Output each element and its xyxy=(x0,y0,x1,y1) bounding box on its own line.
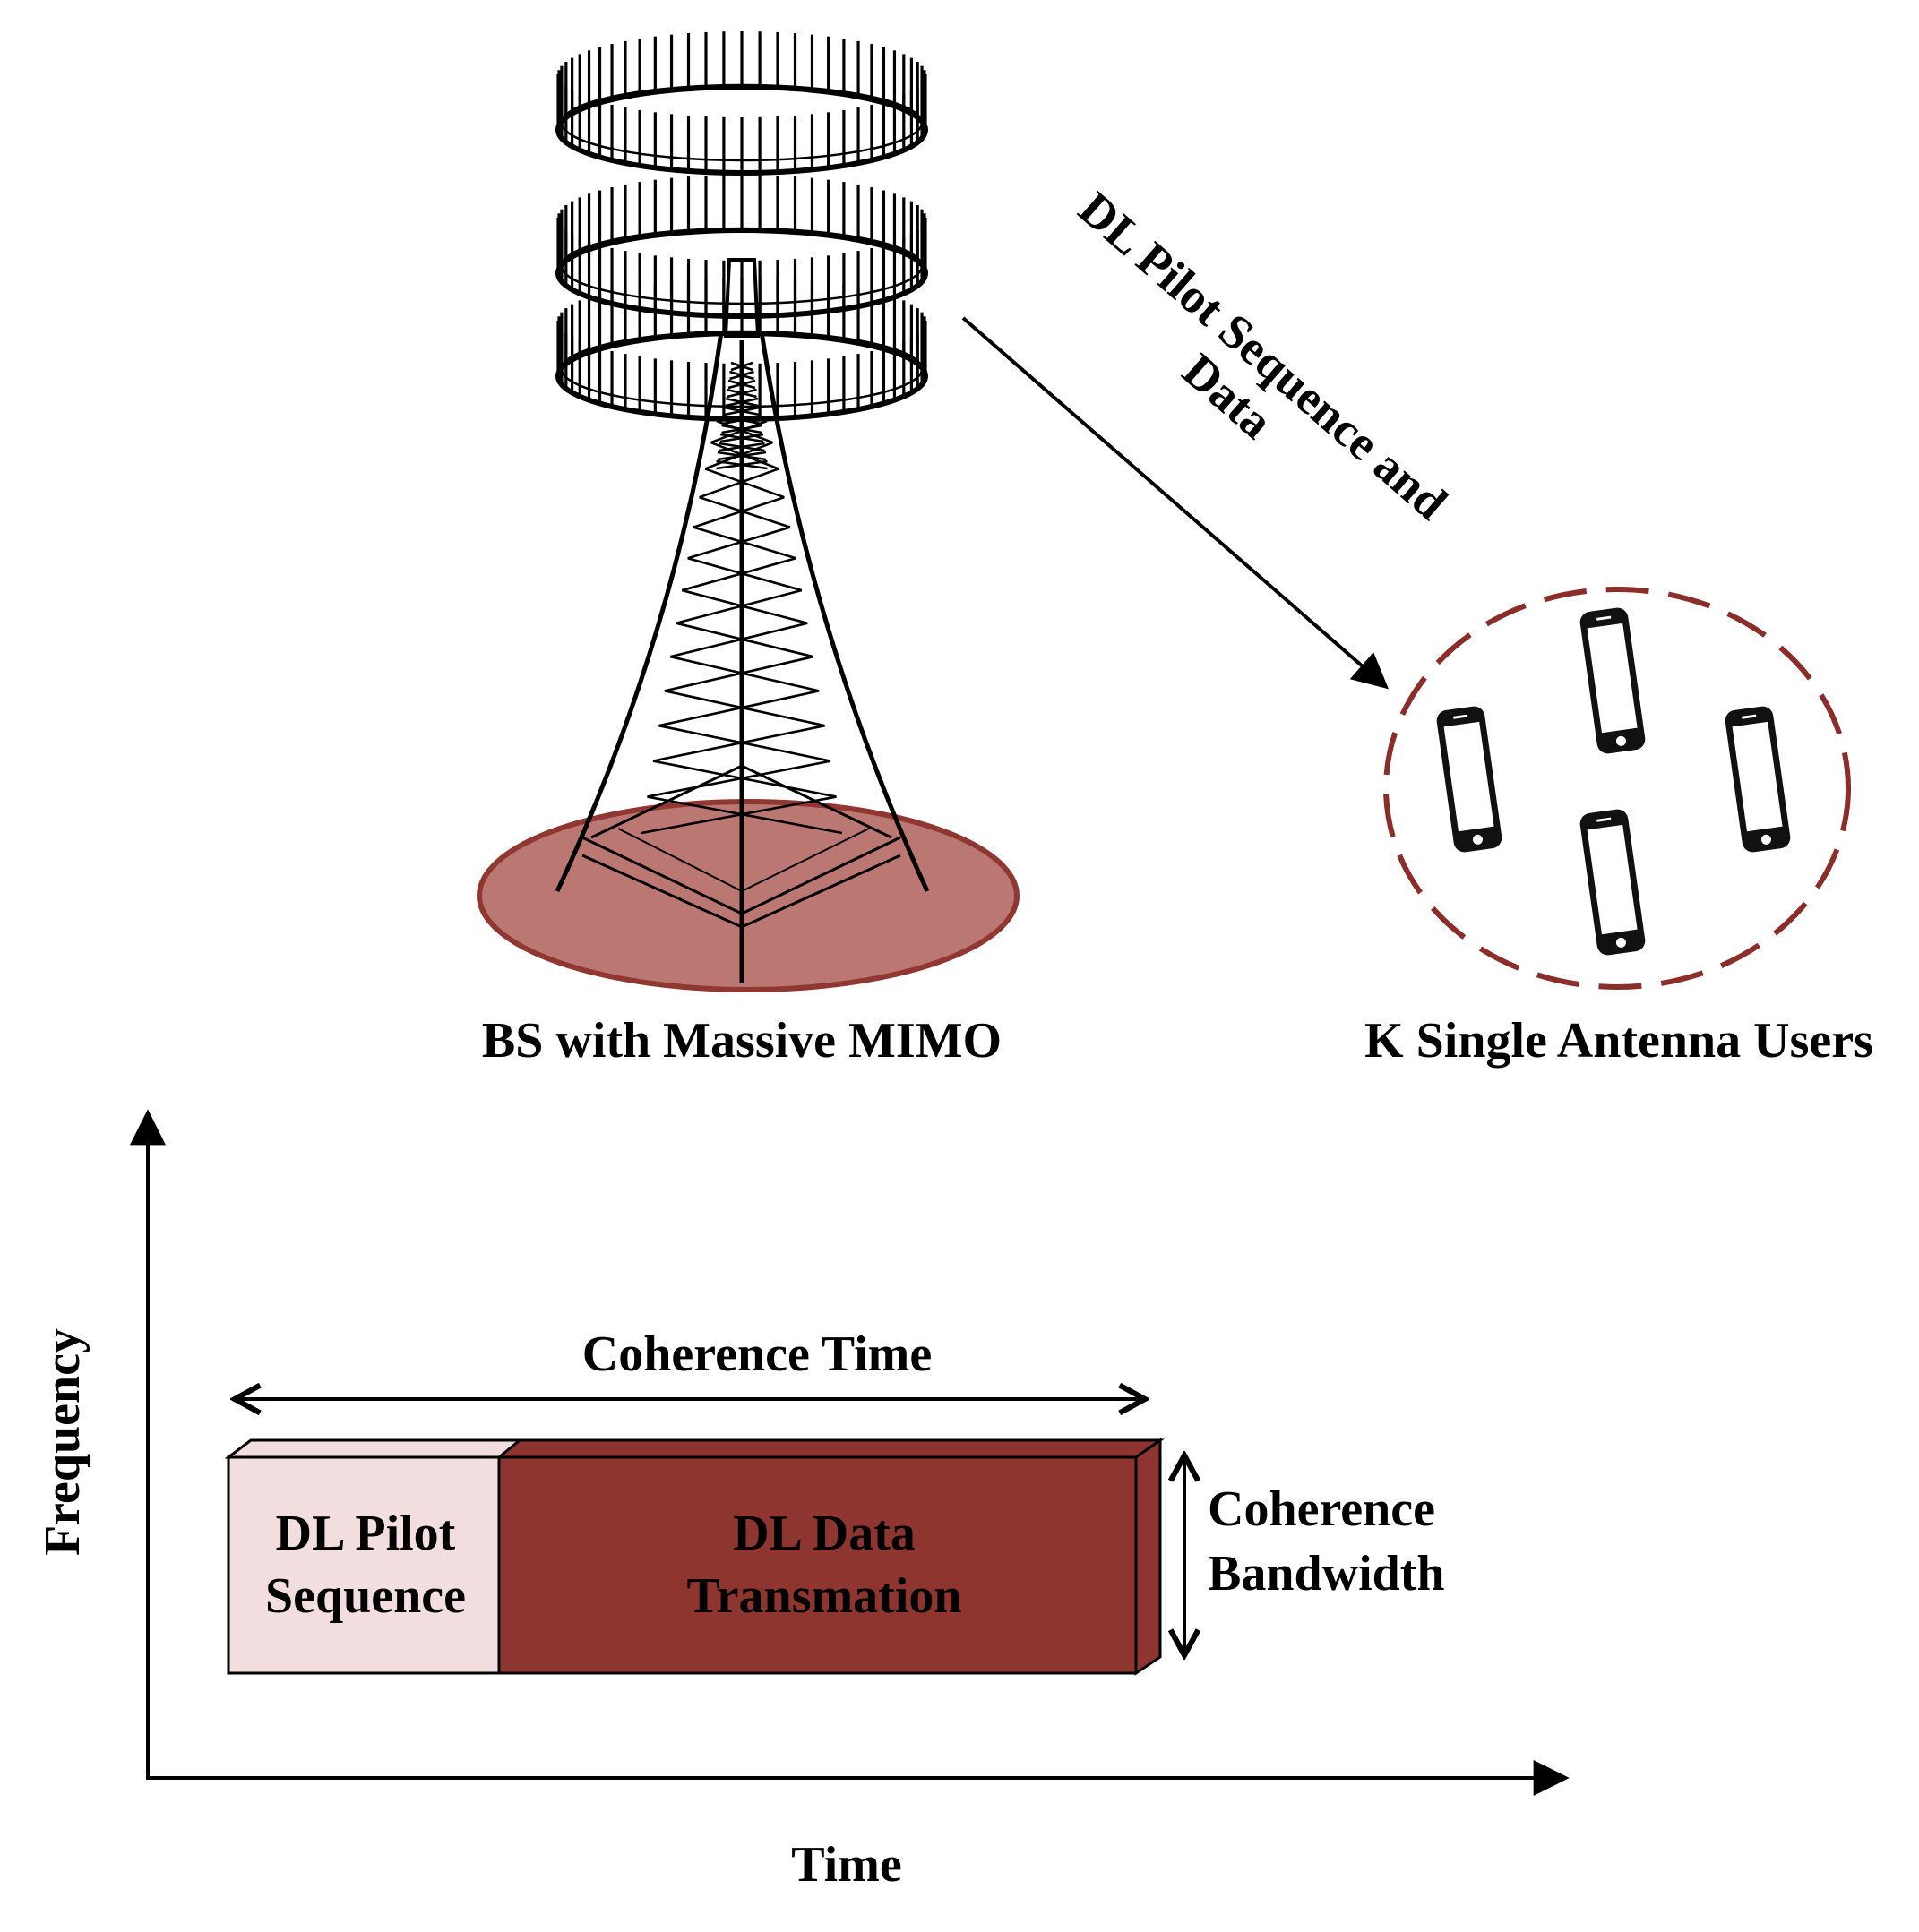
downlink-label-line1: DL Pilot Sequence and xyxy=(1069,181,1458,529)
pilot-block-line1: DL Pilot xyxy=(276,1506,456,1561)
smartphone-icon xyxy=(1725,706,1791,853)
antenna-array-icon xyxy=(555,31,928,422)
antenna-ring xyxy=(555,278,928,422)
pilot-block-line2: Sequence xyxy=(265,1568,466,1624)
data-block-line2: Transmation xyxy=(687,1568,962,1624)
data-transmission-block xyxy=(497,1455,1138,1675)
downlink-label: DL Pilot Sequence and Data xyxy=(1069,181,1458,529)
coherence-bandwidth-line2: Bandwidth xyxy=(1208,1546,1445,1601)
bs-label: BS with Massive MIMO xyxy=(482,1013,1002,1069)
downlink-arrow xyxy=(961,316,1390,690)
smartphone-icon xyxy=(1436,706,1502,853)
frequency-axis-label: Frequency xyxy=(35,1328,90,1556)
user-cluster-circle xyxy=(1383,587,1851,990)
data-block-line1: DL Data xyxy=(733,1506,916,1561)
smartphone-icon xyxy=(1579,607,1646,754)
pilot-sequence-block xyxy=(227,1455,501,1675)
antenna-ring xyxy=(555,31,928,176)
time-axis-label: Time xyxy=(791,1837,901,1893)
users-label: K Single Antenna Users xyxy=(1364,1013,1873,1069)
base-station xyxy=(477,31,1020,992)
ground-disc xyxy=(477,799,1020,992)
block-side-face xyxy=(1134,1438,1162,1676)
coherence-bandwidth-line1: Coherence xyxy=(1208,1481,1435,1537)
time-frequency-plot: Time Frequency Coherence Time DL Pilot S… xyxy=(35,1109,1570,1893)
user-group xyxy=(1383,587,1851,990)
smartphone-icon xyxy=(1579,809,1646,956)
coherence-time-label: Coherence Time xyxy=(582,1327,932,1382)
